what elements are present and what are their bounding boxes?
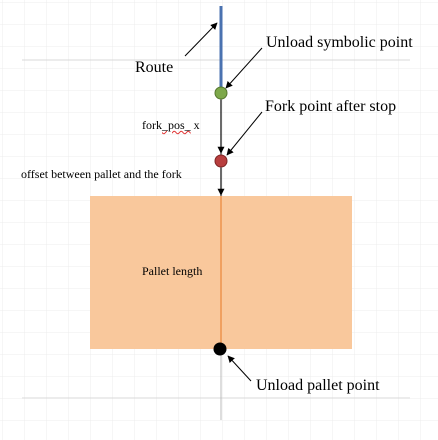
fork-pos-x-label: fork_pos_ x — [142, 119, 200, 131]
route-label: Route — [135, 59, 174, 76]
fork-point-callout-arrow — [226, 111, 263, 156]
unload-symbolic-point-marker — [214, 86, 228, 100]
unload-pallet-point-label: Unload pallet point — [256, 377, 380, 394]
pallet-length-label: Pallet length — [142, 264, 203, 278]
route-callout-arrow — [184, 22, 218, 57]
pallet-point-callout-arrow — [227, 355, 252, 382]
symbolic-point-callout-arrow — [225, 47, 263, 89]
fork-pos-x-suffix: x — [190, 118, 200, 132]
fork-pos-x-prefix: fork — [142, 118, 162, 132]
unload-symbolic-point-label: Unload symbolic point — [266, 34, 413, 51]
unload-pallet-point-marker — [213, 342, 227, 356]
fork-point-marker — [214, 154, 228, 168]
offset-label: offset between pallet and the fork — [21, 167, 182, 181]
fork-point-after-stop-label: Fork point after stop — [265, 98, 397, 115]
fork-pos-x-underlined: _pos_ — [162, 118, 191, 132]
